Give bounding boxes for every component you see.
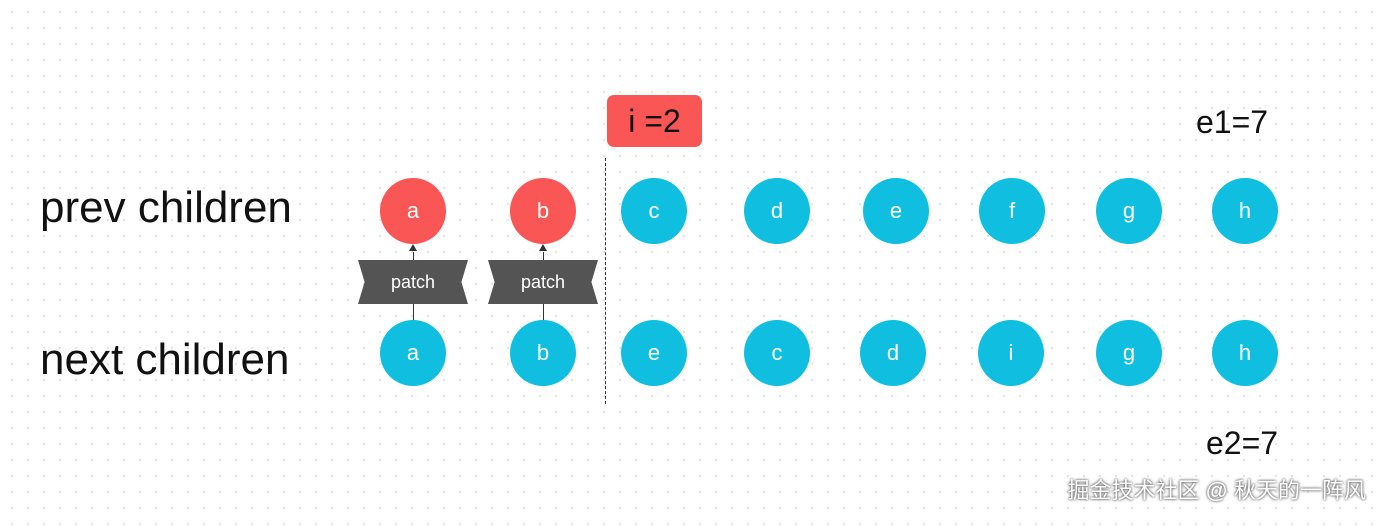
prev-children-label: prev children xyxy=(40,183,292,232)
prev-node-h: h xyxy=(1212,178,1278,244)
next-node-d: d xyxy=(860,320,926,386)
next-node-h: h xyxy=(1212,320,1278,386)
patch-label-b: patch xyxy=(488,260,598,304)
patch-arrowhead-b xyxy=(539,244,547,251)
prev-node-g: g xyxy=(1096,178,1162,244)
patch-arrowhead-a xyxy=(409,244,417,251)
split-divider xyxy=(605,158,606,404)
prev-node-a: a xyxy=(380,178,446,244)
prev-node-b: b xyxy=(510,178,576,244)
e1-label: e1=7 xyxy=(1196,104,1269,140)
prev-node-e: e xyxy=(863,178,929,244)
next-node-b: b xyxy=(510,320,576,386)
patch-stem-bottom-b xyxy=(543,304,544,320)
i-index-badge: i =2 xyxy=(607,95,702,147)
next-node-e: e xyxy=(621,320,687,386)
patch-stem-bottom-a xyxy=(413,304,414,320)
patch-stem-top-a xyxy=(413,252,414,260)
prev-node-f: f xyxy=(979,178,1045,244)
patch-label-a: patch xyxy=(358,260,468,304)
prev-node-d: d xyxy=(744,178,810,244)
next-node-g: g xyxy=(1096,320,1162,386)
next-node-c: c xyxy=(744,320,810,386)
patch-stem-top-b xyxy=(543,252,544,260)
prev-node-c: c xyxy=(621,178,687,244)
next-children-label: next children xyxy=(40,335,290,384)
watermark: 掘金技术社区 @ 秋天的一阵风 xyxy=(1067,478,1366,503)
e2-label: e2=7 xyxy=(1206,425,1279,461)
next-node-a: a xyxy=(380,320,446,386)
next-node-i: i xyxy=(978,320,1044,386)
